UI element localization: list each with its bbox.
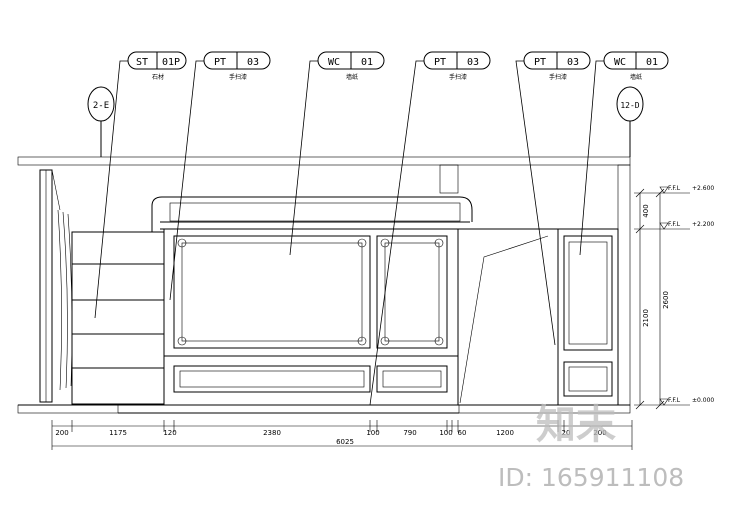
right-wall [617,164,631,406]
headboard-cornice [151,196,473,232]
dim-400: 400 [642,204,650,217]
tag-material: 手扫漆 [449,73,467,81]
leader-lines [94,60,604,406]
dim-total: 6025 [336,438,354,446]
tag-number: 01P [162,57,180,68]
section-mark-label: 2-E [93,101,109,111]
material-tag-2: PT 03 手扫漆 [203,51,271,81]
watermark-id: ID: 165911108 [498,463,684,492]
dim-seg: 2380 [263,429,281,437]
ceiling-slab [17,156,631,194]
tag-number: 03 [247,57,259,68]
curtain [39,169,73,403]
section-mark-right: 12-D [616,86,644,157]
tag-code: WC [614,57,626,68]
tag-code: PT [434,57,446,68]
dim-seg: 100 [439,429,452,437]
vertical-dimensions: 400 2100 2600 [634,188,690,410]
dim-seg: 200 [593,429,606,437]
tag-code: PT [214,57,226,68]
level-value: ±0.000 [692,397,714,404]
dim-seg: 1175 [109,429,127,437]
material-tag-4: PT 03 手扫漆 [423,51,491,81]
tag-material: 石材 [152,73,164,81]
material-tag-5: PT 03 手扫漆 [523,51,591,81]
bottom-dimensions: 200 1175 120 2380 100 790 100 60 1200 20… [51,420,633,450]
tag-number: 01 [646,57,658,68]
tag-code: PT [534,57,546,68]
tag-number: 03 [467,57,479,68]
material-tag-6: WC 01 墙纸 [603,51,669,81]
level-markers: F.F.L +2.600 F.F.L +2.200 F.F.L ±0.000 [659,185,714,406]
dim-seg: 20 [562,429,571,437]
dim-seg: 60 [458,429,467,437]
wall-panel [163,228,459,406]
tag-number: 01 [361,57,373,68]
dim-seg: 120 [163,429,176,437]
level-value: +2.600 [692,185,714,192]
open-shelf [71,231,165,405]
level-prefix: F.F.L [668,221,681,228]
dim-2100: 2100 [642,309,650,327]
tag-material: 手扫漆 [549,73,567,81]
tag-material: 墙纸 [630,73,642,81]
dim-seg: 200 [55,429,68,437]
dim-seg: 1200 [496,429,514,437]
level-value: +2.200 [692,221,714,228]
tag-number: 03 [567,57,579,68]
tag-code: ST [136,57,148,68]
level-prefix: F.F.L [668,185,681,192]
side-cabinet [557,228,619,406]
tag-material: 手扫漆 [229,73,247,81]
level-prefix: F.F.L [668,397,681,404]
corner-ornament [177,238,444,346]
material-tag-1: ST 01P 石材 [127,51,187,81]
section-mark-label: 12-D [620,101,639,110]
tag-code: WC [328,57,340,68]
material-tag-3: WC 01 墙纸 [317,51,385,81]
watermark-logo: 知末 [536,402,616,448]
section-mark-left: 2-E [87,86,115,157]
dim-2600: 2600 [662,291,670,309]
tag-material: 墙纸 [346,73,358,81]
watermark: 知末 ID: 165911108 [498,402,684,492]
dim-seg: 790 [403,429,416,437]
dim-seg: 100 [366,429,379,437]
